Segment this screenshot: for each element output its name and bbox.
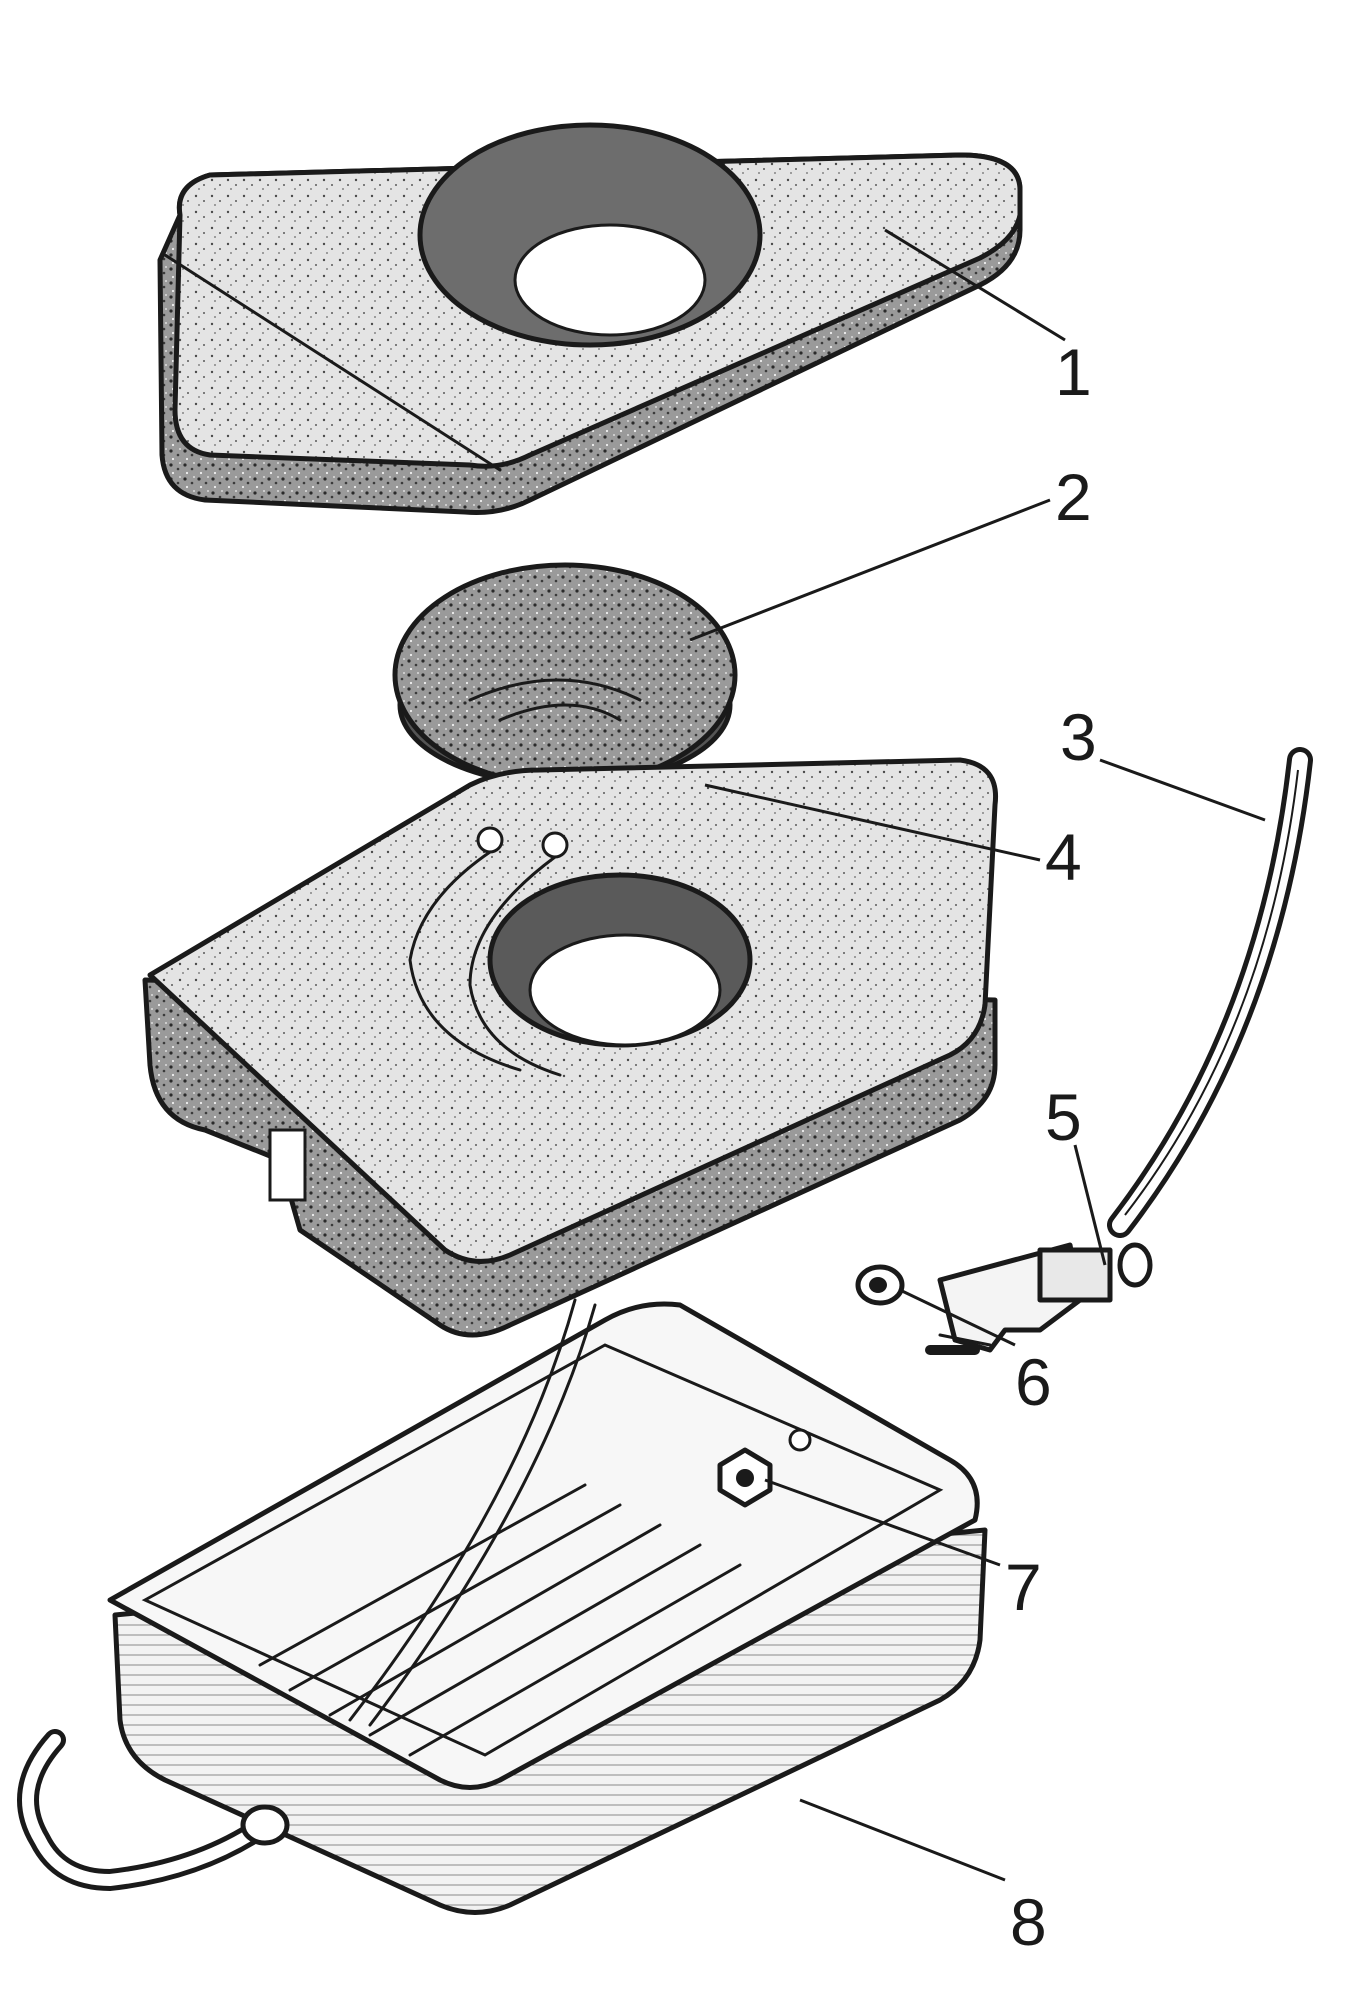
- callout-3: 3: [1060, 700, 1266, 822]
- callout-6: 6: [899, 1288, 1052, 1419]
- callout-2: 2: [689, 460, 1092, 642]
- callout-4: 4: [704, 783, 1082, 894]
- leader-line-3: [1099, 758, 1266, 822]
- part-5-clamp-bracket: [925, 1242, 1153, 1355]
- callout-1: 1: [884, 228, 1092, 409]
- part-3-wire-lead: [1107, 747, 1313, 1238]
- callout-label-2: 2: [1055, 460, 1092, 534]
- leader-line-8: [799, 1798, 1006, 1882]
- callout-label-6: 6: [1015, 1345, 1052, 1419]
- callout-label-8: 8: [1010, 1885, 1047, 1959]
- leader-line-1: [884, 228, 1066, 342]
- callout-7: 7: [764, 1478, 1042, 1624]
- leader-line-6: [899, 1288, 1016, 1347]
- callout-label-5: 5: [1045, 1080, 1082, 1154]
- callout-label-3: 3: [1060, 700, 1097, 774]
- callout-5: 5: [1045, 1080, 1107, 1266]
- part-4-middle-block: [142, 757, 999, 1338]
- leader-line-7: [764, 1478, 1001, 1567]
- callout-label-1: 1: [1055, 335, 1092, 409]
- callout-label-7: 7: [1005, 1550, 1042, 1624]
- part-8-bottom-tray: [17, 1298, 988, 1915]
- leader-line-4: [704, 783, 1041, 862]
- leader-line-2: [689, 498, 1051, 642]
- callout-label-4: 4: [1045, 820, 1082, 894]
- part-2-round-disc: [392, 562, 738, 788]
- leader-line-5: [1073, 1144, 1107, 1266]
- callout-8: 8: [799, 1798, 1047, 1959]
- part-6-grommet: [855, 1264, 905, 1306]
- part-1-top-cover: [157, 122, 1023, 515]
